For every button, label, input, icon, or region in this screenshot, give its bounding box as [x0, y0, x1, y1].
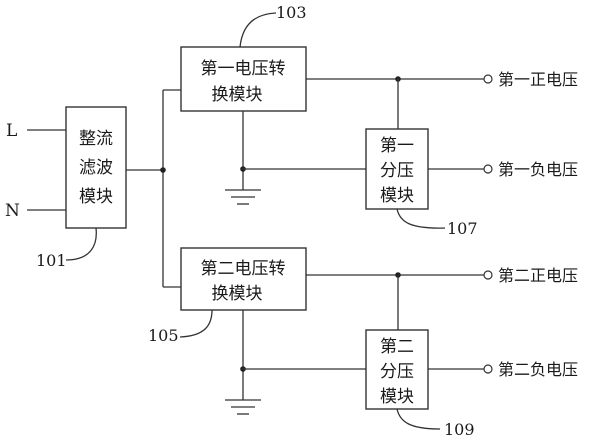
converter2-label-line-2: 换模块: [212, 284, 263, 304]
terminal-first-negative: [483, 164, 493, 174]
ref-number-105: 105: [148, 326, 179, 345]
divider2-label-line-2: 分压: [380, 362, 414, 382]
ref-number-101: 101: [36, 251, 67, 270]
output-label-second-positive: 第二正电压: [498, 266, 578, 285]
divider1-label-line-3: 模块: [380, 186, 414, 206]
leader-line-109: [396, 408, 441, 430]
terminal-second-positive: [483, 270, 493, 280]
second-voltage-converter-module: [180, 247, 307, 311]
terminal-second-negative: [483, 364, 493, 374]
ref-number-103: 103: [276, 3, 307, 22]
input-label-live: L: [6, 121, 17, 141]
output-label-first-positive: 第一正电压: [498, 70, 578, 89]
leader-line-103: [239, 12, 277, 48]
converter2-label-line-1: 第二电压转: [201, 259, 286, 279]
second-voltage-divider-module: [365, 329, 429, 410]
leader-line-101: [65, 227, 97, 261]
ref-number-107: 107: [447, 219, 478, 238]
ref-number-109: 109: [444, 420, 475, 437]
converter1-label-line-1: 第一电压转: [201, 59, 286, 79]
rectifier-filter-module: [65, 106, 127, 229]
junction-dc-bus: [160, 167, 166, 173]
output-label-second-negative: 第二负电压: [498, 360, 578, 379]
first-voltage-divider-module: [365, 128, 429, 210]
divider2-label-line-3: 模块: [380, 387, 414, 407]
input-label-neutral: N: [5, 201, 20, 221]
converter1-label-line-2: 换模块: [212, 85, 263, 105]
terminal-first-positive: [483, 74, 493, 84]
leader-line-107: [396, 208, 446, 229]
rectifier-label-line-1: 整流: [79, 129, 113, 149]
output-label-first-negative: 第一负电压: [498, 160, 578, 179]
divider1-label-line-2: 分压: [380, 161, 414, 181]
leader-line-105: [179, 309, 213, 338]
rectifier-label-line-3: 模块: [79, 187, 113, 207]
rectifier-label-line-2: 滤波: [79, 158, 113, 178]
divider1-label-line-1: 第一: [380, 136, 414, 156]
divider2-label-line-1: 第二: [380, 337, 414, 357]
